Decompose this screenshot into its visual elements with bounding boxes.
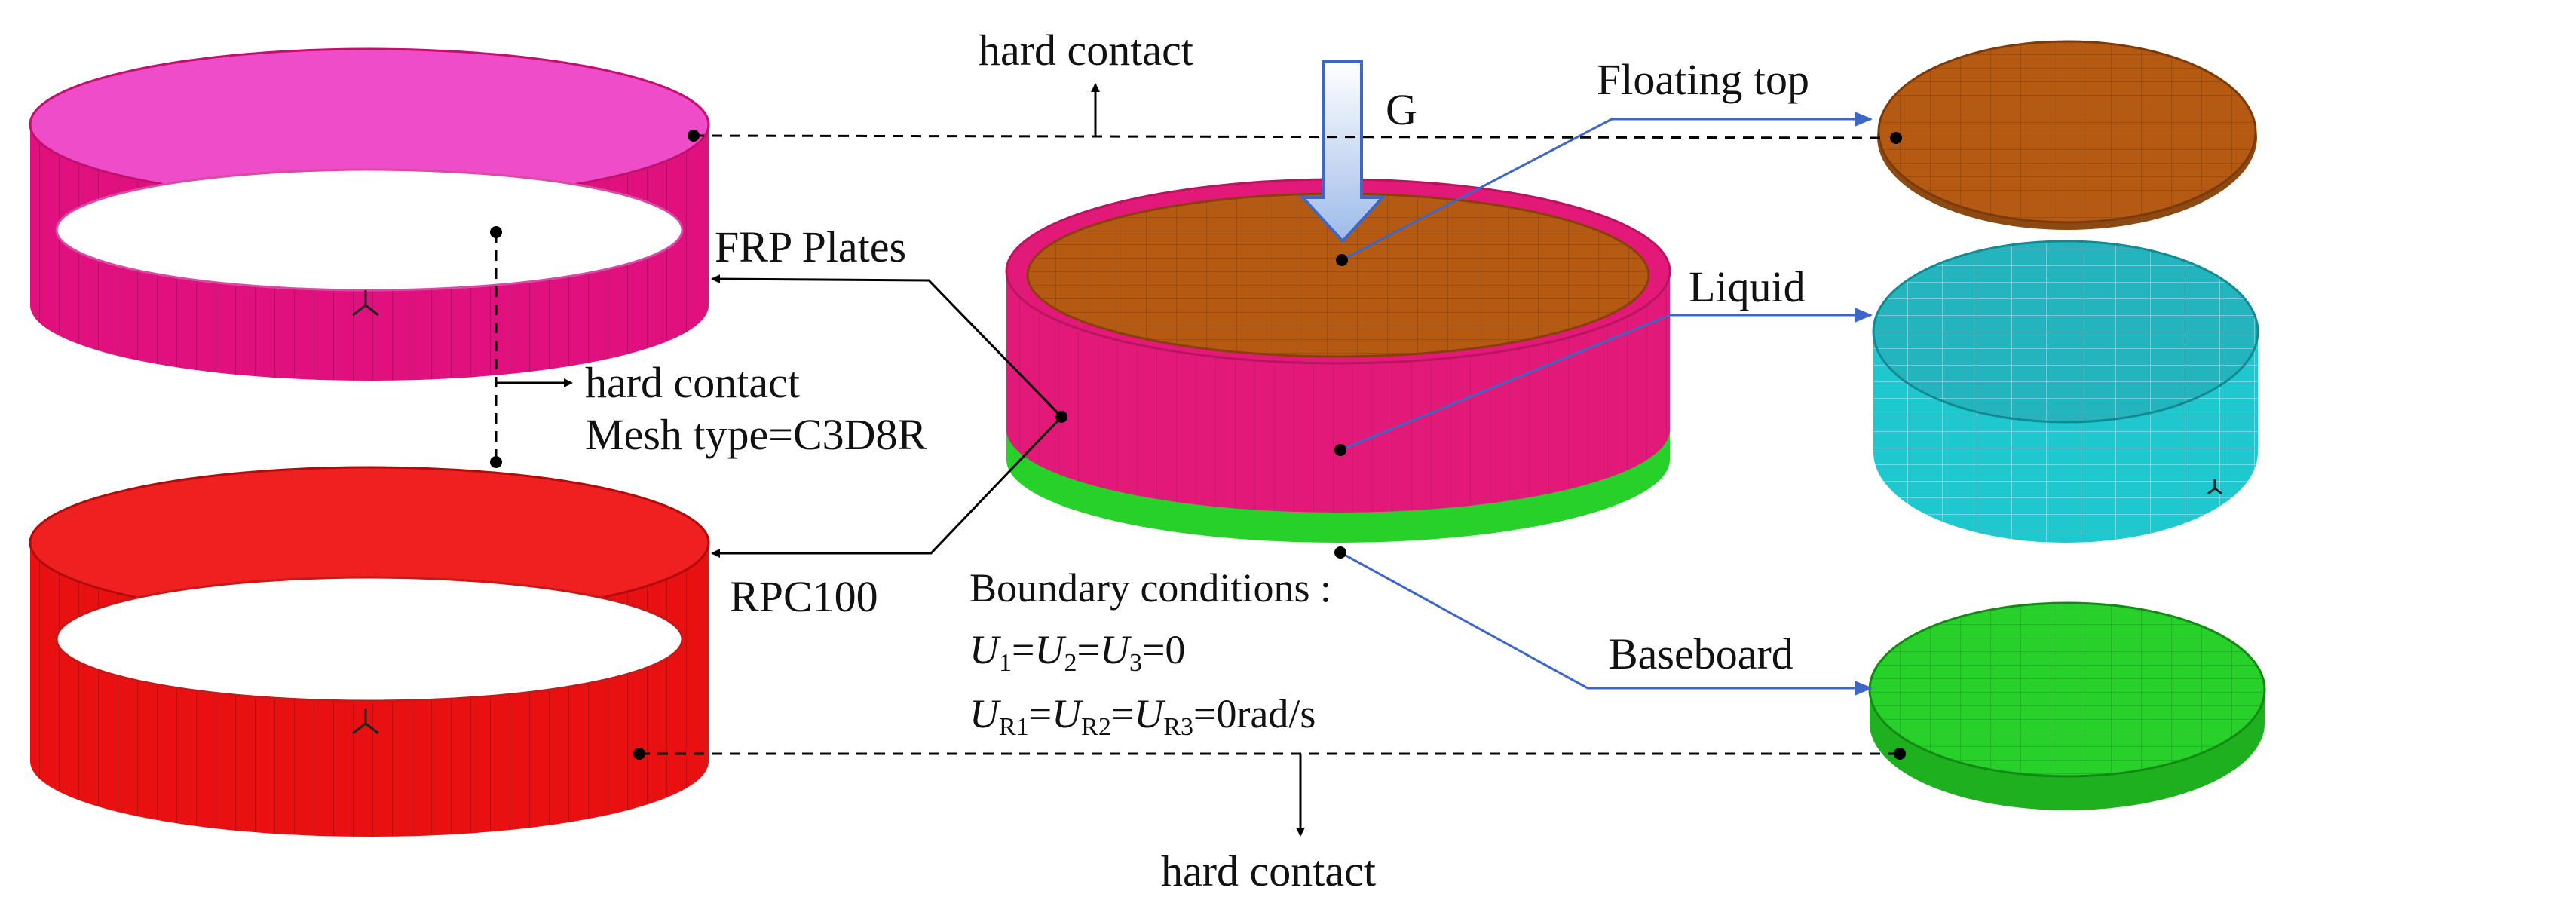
hard-contact-mid-label: hard contact (585, 358, 800, 407)
hard-contact-bottom-label: hard contact (1161, 846, 1376, 895)
connection-dots (490, 130, 1906, 760)
frp-plates-label: FRP Plates (715, 222, 906, 271)
baseboard-label: Baseboard (1609, 629, 1793, 678)
frp-ring (29, 47, 710, 381)
rpc100-label: RPC100 (730, 572, 878, 621)
hard-contact-top-label: hard contact (979, 26, 1193, 75)
blue-leader-lines (1340, 112, 1873, 696)
liquid-label: Liquid (1689, 262, 1806, 311)
contact-lines (495, 83, 1900, 837)
assembled-model (1005, 60, 1671, 543)
liquid-cylinder (1872, 240, 2259, 543)
gravity-label: G (1386, 85, 1417, 134)
boundary-u-rotation: UR1=UR2=UR3=0rad/s (969, 691, 1316, 741)
floating-top-label: Floating top (1597, 55, 1809, 104)
gravity-arrow (1299, 60, 1386, 243)
boundary-conditions-title: Boundary conditions : (969, 565, 1331, 611)
mesh-type-label: Mesh type=C3D8R (585, 410, 927, 459)
baseboard-disk (1868, 601, 2266, 810)
floating-top-disk (1877, 40, 2257, 230)
boundary-u-translation: U1=U2=U3=0 (969, 627, 1185, 677)
rpc100-ring (29, 466, 710, 837)
